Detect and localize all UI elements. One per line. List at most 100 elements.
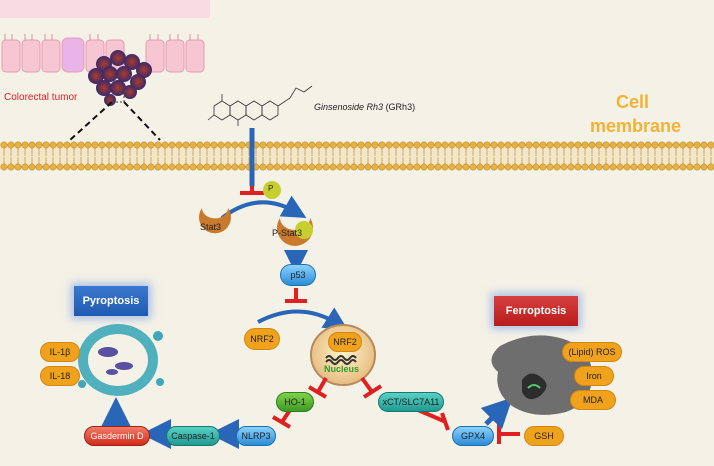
lipid-head [693, 141, 701, 149]
lipid-head [490, 163, 498, 171]
lipid-head [434, 163, 442, 171]
lipid-head [707, 163, 714, 171]
lipid-head [567, 141, 575, 149]
nlrp3-node: NLRP3 [236, 426, 276, 446]
gpx4-node: GPX4 [452, 426, 494, 446]
lipid-head [224, 163, 232, 171]
lipid-head [308, 163, 316, 171]
lipid-head [539, 141, 547, 149]
ferroptosis-title: Ferroptosis [494, 296, 578, 326]
lipid-head [476, 141, 484, 149]
lipid-head [238, 163, 246, 171]
lipid-head [329, 163, 337, 171]
lipid-head [126, 163, 134, 171]
lipid-head [378, 163, 386, 171]
cell-membrane-title-line2: membrane [590, 116, 682, 136]
lipid-head [42, 141, 50, 149]
lipid-head [406, 163, 414, 171]
lipid-head [217, 163, 225, 171]
lipid-head [413, 163, 421, 171]
lipid-head [406, 141, 414, 149]
lipid-head [490, 141, 498, 149]
lipid-head [399, 141, 407, 149]
lipid-head [679, 163, 687, 171]
lipid-head [469, 141, 477, 149]
lipid-head [28, 163, 36, 171]
lipid-head [427, 141, 435, 149]
lipid-head [49, 163, 57, 171]
lipid-head [420, 163, 428, 171]
gsh-node: GSH [524, 426, 564, 446]
lipid-head [168, 141, 176, 149]
lipid-head [315, 163, 323, 171]
lipid-head [630, 141, 638, 149]
lipid-head [651, 163, 659, 171]
lipid-head [511, 141, 519, 149]
lipid-head [700, 163, 708, 171]
ginsenoside-structure [207, 85, 313, 126]
lipid-head [98, 163, 106, 171]
lipid-head [21, 163, 29, 171]
lipid-head [616, 141, 624, 149]
lipid-head [497, 141, 505, 149]
lipid-head [371, 141, 379, 149]
lipid-head [42, 163, 50, 171]
lipid-head [392, 163, 400, 171]
lipid-head [441, 163, 449, 171]
lipid-head [427, 163, 435, 171]
lipid-head [84, 141, 92, 149]
lipid-head [518, 141, 526, 149]
lipid-head [77, 163, 85, 171]
lipid-head [308, 141, 316, 149]
lipid-head [525, 141, 533, 149]
lipid-head [189, 141, 197, 149]
lipid-head [581, 163, 589, 171]
lipid-head [532, 141, 540, 149]
lipid-head [259, 163, 267, 171]
lipid-head [469, 163, 477, 171]
p53-node: p53 [280, 264, 316, 286]
lipid-head [175, 163, 183, 171]
lipid-head [497, 163, 505, 171]
lipid-head [560, 163, 568, 171]
iron-node: Iron [574, 366, 614, 386]
lipid-head [637, 163, 645, 171]
lipid-head [28, 141, 36, 149]
lipid-head [224, 141, 232, 149]
lipid-head [371, 163, 379, 171]
lipid-head [700, 141, 708, 149]
lipid-head [651, 141, 659, 149]
lipid-head [217, 141, 225, 149]
lipid-head [336, 163, 344, 171]
lipid-head [301, 141, 309, 149]
lipid-head [315, 141, 323, 149]
lipid-head [602, 163, 610, 171]
lipid-head [623, 141, 631, 149]
lipid-head [539, 163, 547, 171]
lipid-head [441, 141, 449, 149]
lipid-head [483, 141, 491, 149]
lipid-head [322, 163, 330, 171]
lipid-head [399, 163, 407, 171]
lipid-head [161, 163, 169, 171]
lipid-head [434, 141, 442, 149]
lipid-head [595, 141, 603, 149]
lipid-head [350, 141, 358, 149]
lipid-head [560, 141, 568, 149]
lipid-head [168, 163, 176, 171]
lipid-head [574, 141, 582, 149]
lipid-head [182, 163, 190, 171]
lipid-head [532, 163, 540, 171]
xct-node: xCT/SLC7A11 [378, 392, 444, 412]
lipid-head [413, 141, 421, 149]
lipid-head [147, 163, 155, 171]
lipid-head [140, 163, 148, 171]
lipid-head [364, 141, 372, 149]
lipid-head [385, 163, 393, 171]
lipid-head [161, 141, 169, 149]
lipid-head [112, 141, 120, 149]
compound-name: Ginsenoside Rh3 [314, 102, 384, 112]
lipid-head [581, 141, 589, 149]
lipid-head [665, 141, 673, 149]
